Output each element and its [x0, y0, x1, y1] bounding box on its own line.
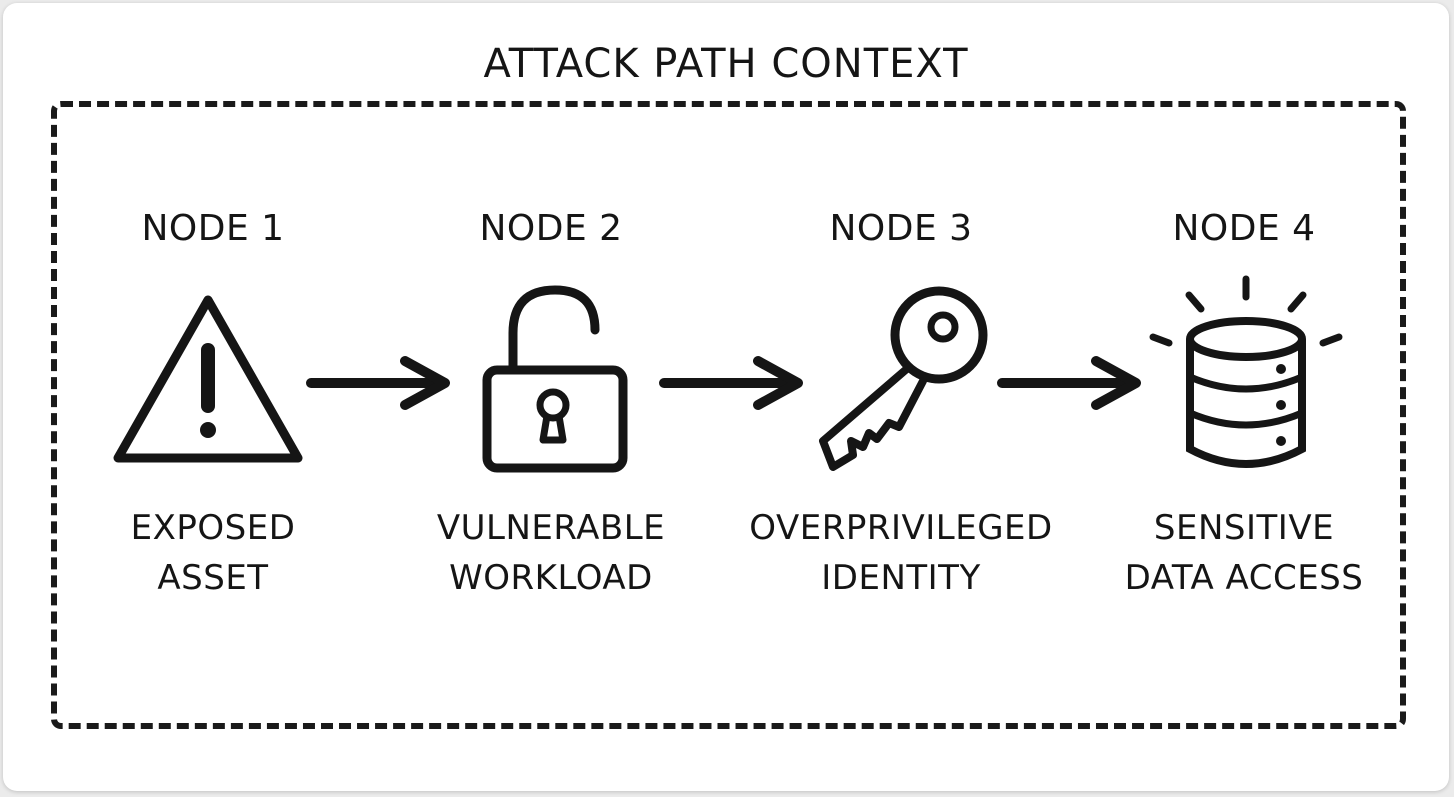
key-icon: [811, 283, 996, 482]
node-1-label-line1: EXPOSED: [130, 508, 296, 548]
node-2-label-line1: VULNERABLE: [436, 508, 666, 548]
arrow-node2-to-node3: [658, 355, 808, 415]
node-1-title: NODE 1: [141, 208, 285, 249]
node-3-label: OVERPRIVILEGED IDENTITY: [736, 503, 1066, 603]
diagram-card: ATTACK PATH CONTEXT NODE 1 EXPOSED ASSET…: [3, 3, 1449, 791]
warning-triangle-icon: [108, 288, 308, 477]
node-2-label-line2: WORKLOAD: [449, 558, 653, 598]
node-3-label-line2: IDENTITY: [821, 558, 981, 598]
node-2-title: NODE 2: [479, 208, 623, 249]
arrow-node1-to-node2: [305, 355, 455, 415]
node-4-label-line1: SENSITIVE: [1153, 508, 1335, 548]
node-2-label: VULNERABLE WORKLOAD: [386, 503, 716, 603]
diagram-title: ATTACK PATH CONTEXT: [483, 41, 969, 87]
attack-path-frame: [51, 101, 1406, 729]
unlocked-padlock-icon: [473, 278, 633, 482]
node-3-label-line1: OVERPRIVILEGED: [749, 508, 1053, 548]
node-4-title: NODE 4: [1172, 208, 1316, 249]
database-icon: [1143, 271, 1353, 485]
node-3-title: NODE 3: [829, 208, 973, 249]
node-4-label: SENSITIVE DATA ACCESS: [1079, 503, 1409, 603]
arrow-node3-to-node4: [996, 355, 1146, 415]
node-4-label-line2: DATA ACCESS: [1124, 558, 1364, 598]
node-1-label-line2: ASSET: [157, 558, 269, 598]
node-1-label: EXPOSED ASSET: [48, 503, 378, 603]
